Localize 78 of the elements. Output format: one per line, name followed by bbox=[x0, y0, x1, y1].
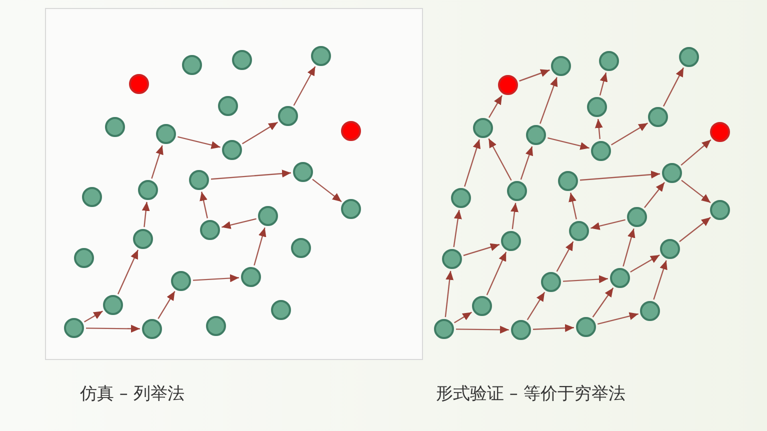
state-circle bbox=[660, 239, 680, 259]
arrow bbox=[519, 69, 550, 82]
arrow bbox=[630, 254, 660, 273]
arrow bbox=[488, 95, 503, 118]
state-circle bbox=[710, 122, 730, 142]
arrow bbox=[222, 218, 256, 229]
arrow bbox=[526, 292, 546, 320]
state-circle bbox=[576, 317, 596, 337]
state-circle bbox=[610, 268, 630, 288]
arrow bbox=[580, 170, 660, 181]
caption: 形式验证 – 等价于穷举法 bbox=[436, 383, 626, 405]
arrow bbox=[653, 260, 668, 300]
arrow bbox=[453, 210, 462, 248]
arrow bbox=[210, 170, 292, 180]
state-circle bbox=[507, 181, 527, 201]
arrow bbox=[486, 252, 507, 296]
state-circle bbox=[648, 107, 668, 127]
arrow bbox=[444, 270, 454, 318]
arrow bbox=[590, 219, 626, 230]
state-circle bbox=[627, 207, 647, 227]
arrow bbox=[117, 250, 139, 294]
arrow bbox=[680, 139, 712, 166]
arrow bbox=[622, 228, 636, 267]
arrow bbox=[562, 275, 608, 284]
arrow bbox=[464, 139, 481, 187]
state-circle bbox=[501, 231, 521, 251]
arrow bbox=[178, 136, 220, 149]
arrow bbox=[312, 178, 342, 202]
arrow bbox=[254, 227, 266, 266]
arrow bbox=[568, 192, 577, 220]
state-circle bbox=[551, 56, 571, 76]
state-circle bbox=[662, 163, 682, 183]
arrow bbox=[679, 216, 711, 242]
arrow bbox=[142, 202, 150, 228]
arrow bbox=[681, 180, 711, 204]
arrow bbox=[532, 324, 574, 332]
state-circle bbox=[434, 319, 454, 339]
arrow bbox=[540, 77, 558, 124]
state-circle bbox=[541, 272, 561, 292]
caption: 仿真 – 列举法 bbox=[80, 383, 184, 405]
state-circle bbox=[679, 47, 699, 67]
arrow bbox=[488, 138, 512, 181]
state-circle bbox=[587, 97, 607, 117]
arrow bbox=[293, 66, 316, 106]
state-circle bbox=[451, 188, 471, 208]
arrow bbox=[192, 274, 240, 282]
state-circle bbox=[498, 75, 518, 95]
arrow bbox=[84, 310, 103, 322]
state-circle bbox=[526, 125, 546, 145]
arrow bbox=[463, 243, 500, 256]
arrow bbox=[611, 122, 648, 146]
arrow bbox=[520, 146, 534, 180]
state-circle bbox=[472, 296, 492, 316]
arrow bbox=[456, 326, 509, 334]
state-circle bbox=[511, 320, 531, 340]
state-circle bbox=[640, 301, 660, 321]
arrow bbox=[454, 312, 472, 324]
arrow bbox=[151, 145, 164, 179]
state-circle bbox=[591, 141, 611, 161]
arrow bbox=[242, 122, 278, 144]
arrow bbox=[200, 192, 208, 218]
state-circle bbox=[599, 51, 619, 71]
state-circle bbox=[442, 249, 462, 269]
state-circle bbox=[473, 118, 493, 138]
arrow bbox=[594, 118, 603, 140]
arrow bbox=[86, 324, 140, 333]
arrow bbox=[599, 72, 608, 96]
arrow bbox=[597, 312, 639, 325]
state-circle bbox=[558, 171, 578, 191]
arrow bbox=[662, 67, 684, 107]
arrow bbox=[548, 137, 590, 150]
state-circle bbox=[569, 221, 589, 241]
arrow bbox=[644, 182, 665, 208]
arrow bbox=[556, 241, 574, 272]
arrow bbox=[592, 288, 614, 318]
state-circle bbox=[710, 200, 730, 220]
arrow bbox=[510, 202, 518, 230]
arrow bbox=[158, 290, 176, 320]
